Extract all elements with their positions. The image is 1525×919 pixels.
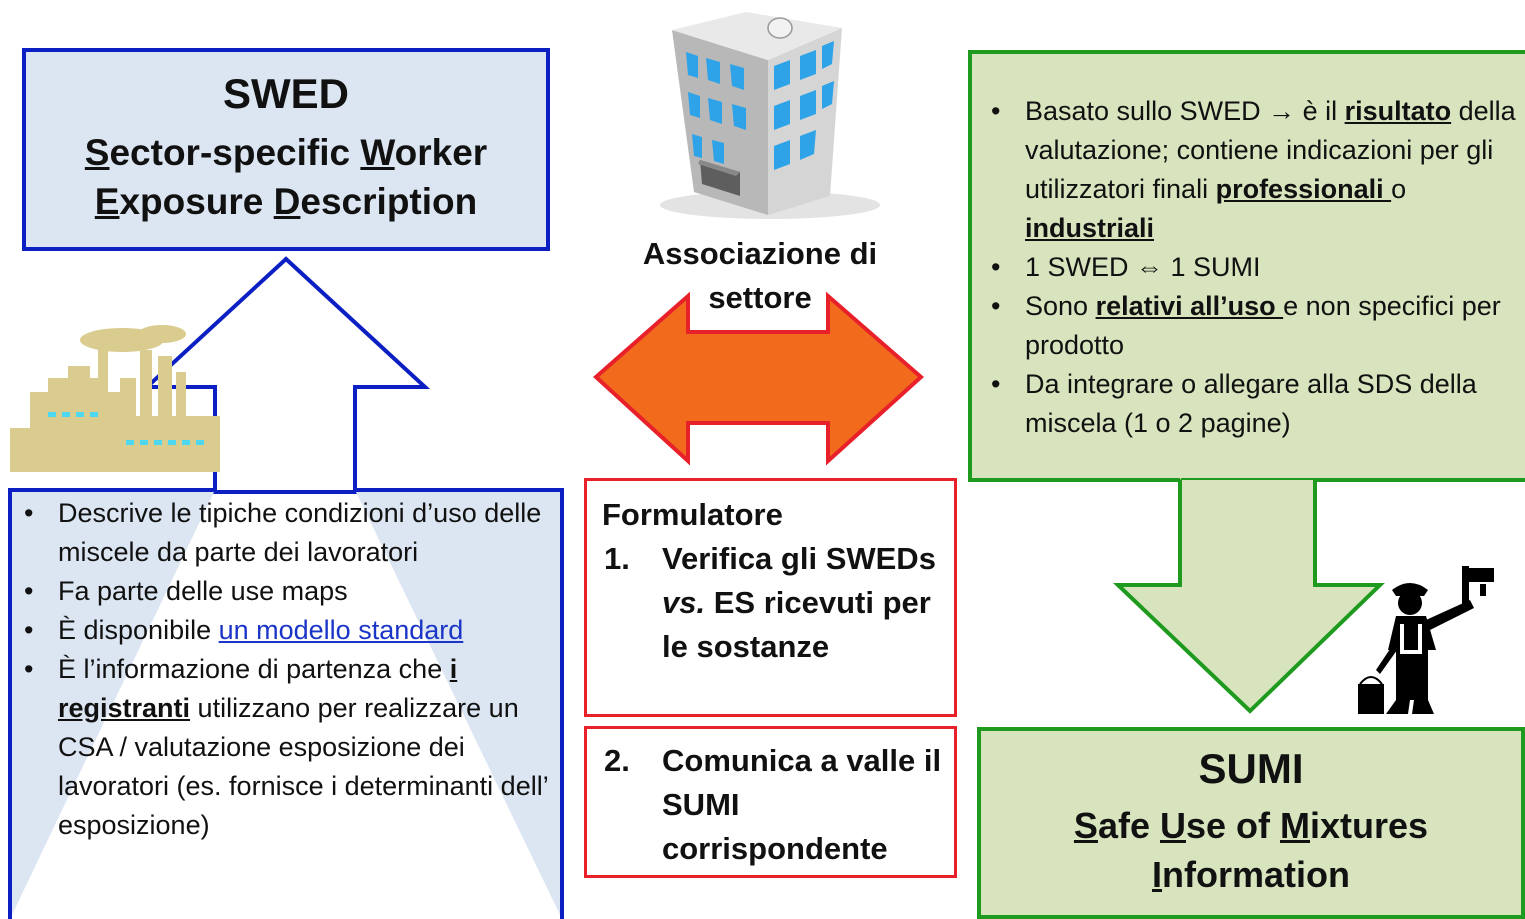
sumi-fullname-line1: Safe Use of Mixtures	[1073, 805, 1429, 846]
formulator-box: Formulatore 1.Verifica gli SWEDs vs. ES …	[584, 478, 957, 717]
swed-note-1: Descrive le tipiche condizioni d’uso del…	[18, 494, 556, 572]
formulator-step-2: 2.Comunica a valle il SUMI corrispondent…	[604, 743, 942, 866]
formulator-title: Formulatore	[602, 497, 783, 532]
sumi-fullname-line2: Information	[1152, 854, 1350, 895]
sumi-note-1: Basato sullo SWED → è il risultato della…	[985, 92, 1525, 248]
swed-box: SWED Sector-specific Worker Exposure Des…	[22, 48, 550, 251]
sumi-box: SUMI Safe Use of Mixtures Information	[977, 727, 1525, 919]
association-line2: settore	[708, 280, 812, 315]
swed-notes: Descrive le tipiche condizioni d’uso del…	[18, 494, 556, 845]
sumi-fullname: Safe Use of Mixtures Information	[981, 801, 1521, 899]
swed-note-4: È l’informazione di partenza che i regis…	[18, 650, 556, 845]
swed-fullname-line2: Exposure Description	[94, 181, 478, 222]
sumi-note-2: 1 SWED ⇔ 1 SUMI	[985, 248, 1525, 287]
swed-title: SWED	[223, 70, 349, 117]
swed-note-2: Fa parte delle use maps	[18, 572, 556, 611]
sumi-notes: Basato sullo SWED → è il risultato della…	[985, 92, 1525, 443]
sumi-note-4: Da integrare o allegare alla SDS della m…	[985, 365, 1525, 443]
association-line1: Associazione di	[642, 236, 878, 271]
communicate-box: 2.Comunica a valle il SUMI corrispondent…	[584, 726, 957, 878]
swed-fullname: Sector-specific Worker Exposure Descript…	[26, 128, 546, 226]
swed-note-3: È disponibile un modello standard	[18, 611, 556, 650]
sumi-title: SUMI	[1198, 745, 1304, 792]
association-label: Associazione di settore	[610, 232, 910, 320]
formulator-step-1: 1.Verifica gli SWEDs vs. ES ricevuti per…	[604, 541, 936, 664]
swed-fullname-line1: Sector-specific Worker	[84, 132, 488, 173]
standard-model-link[interactable]: un modello standard	[218, 615, 464, 645]
sumi-note-3: Sono relativi all’uso e non specifici pe…	[985, 287, 1525, 365]
